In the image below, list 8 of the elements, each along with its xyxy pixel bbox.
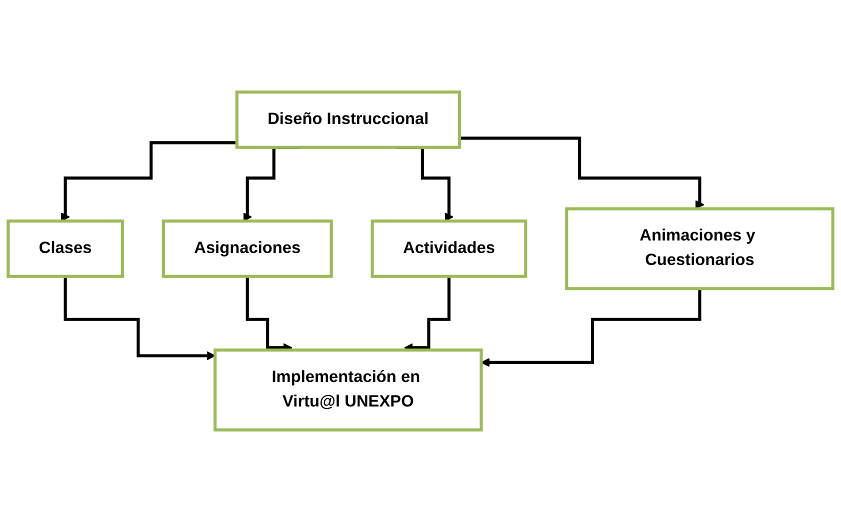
node-box: Clases	[6, 220, 124, 278]
node-box: Animaciones y Cuestionarios	[565, 207, 834, 290]
arrow	[459, 136, 704, 210]
arrow	[60, 141, 237, 222]
node-box: Implementación en Virtu@l UNEXPO	[214, 348, 483, 432]
node-box: Diseño Instruccional	[235, 90, 461, 149]
node-box: Actividades	[370, 220, 528, 278]
node-box: Asignaciones	[162, 220, 333, 278]
